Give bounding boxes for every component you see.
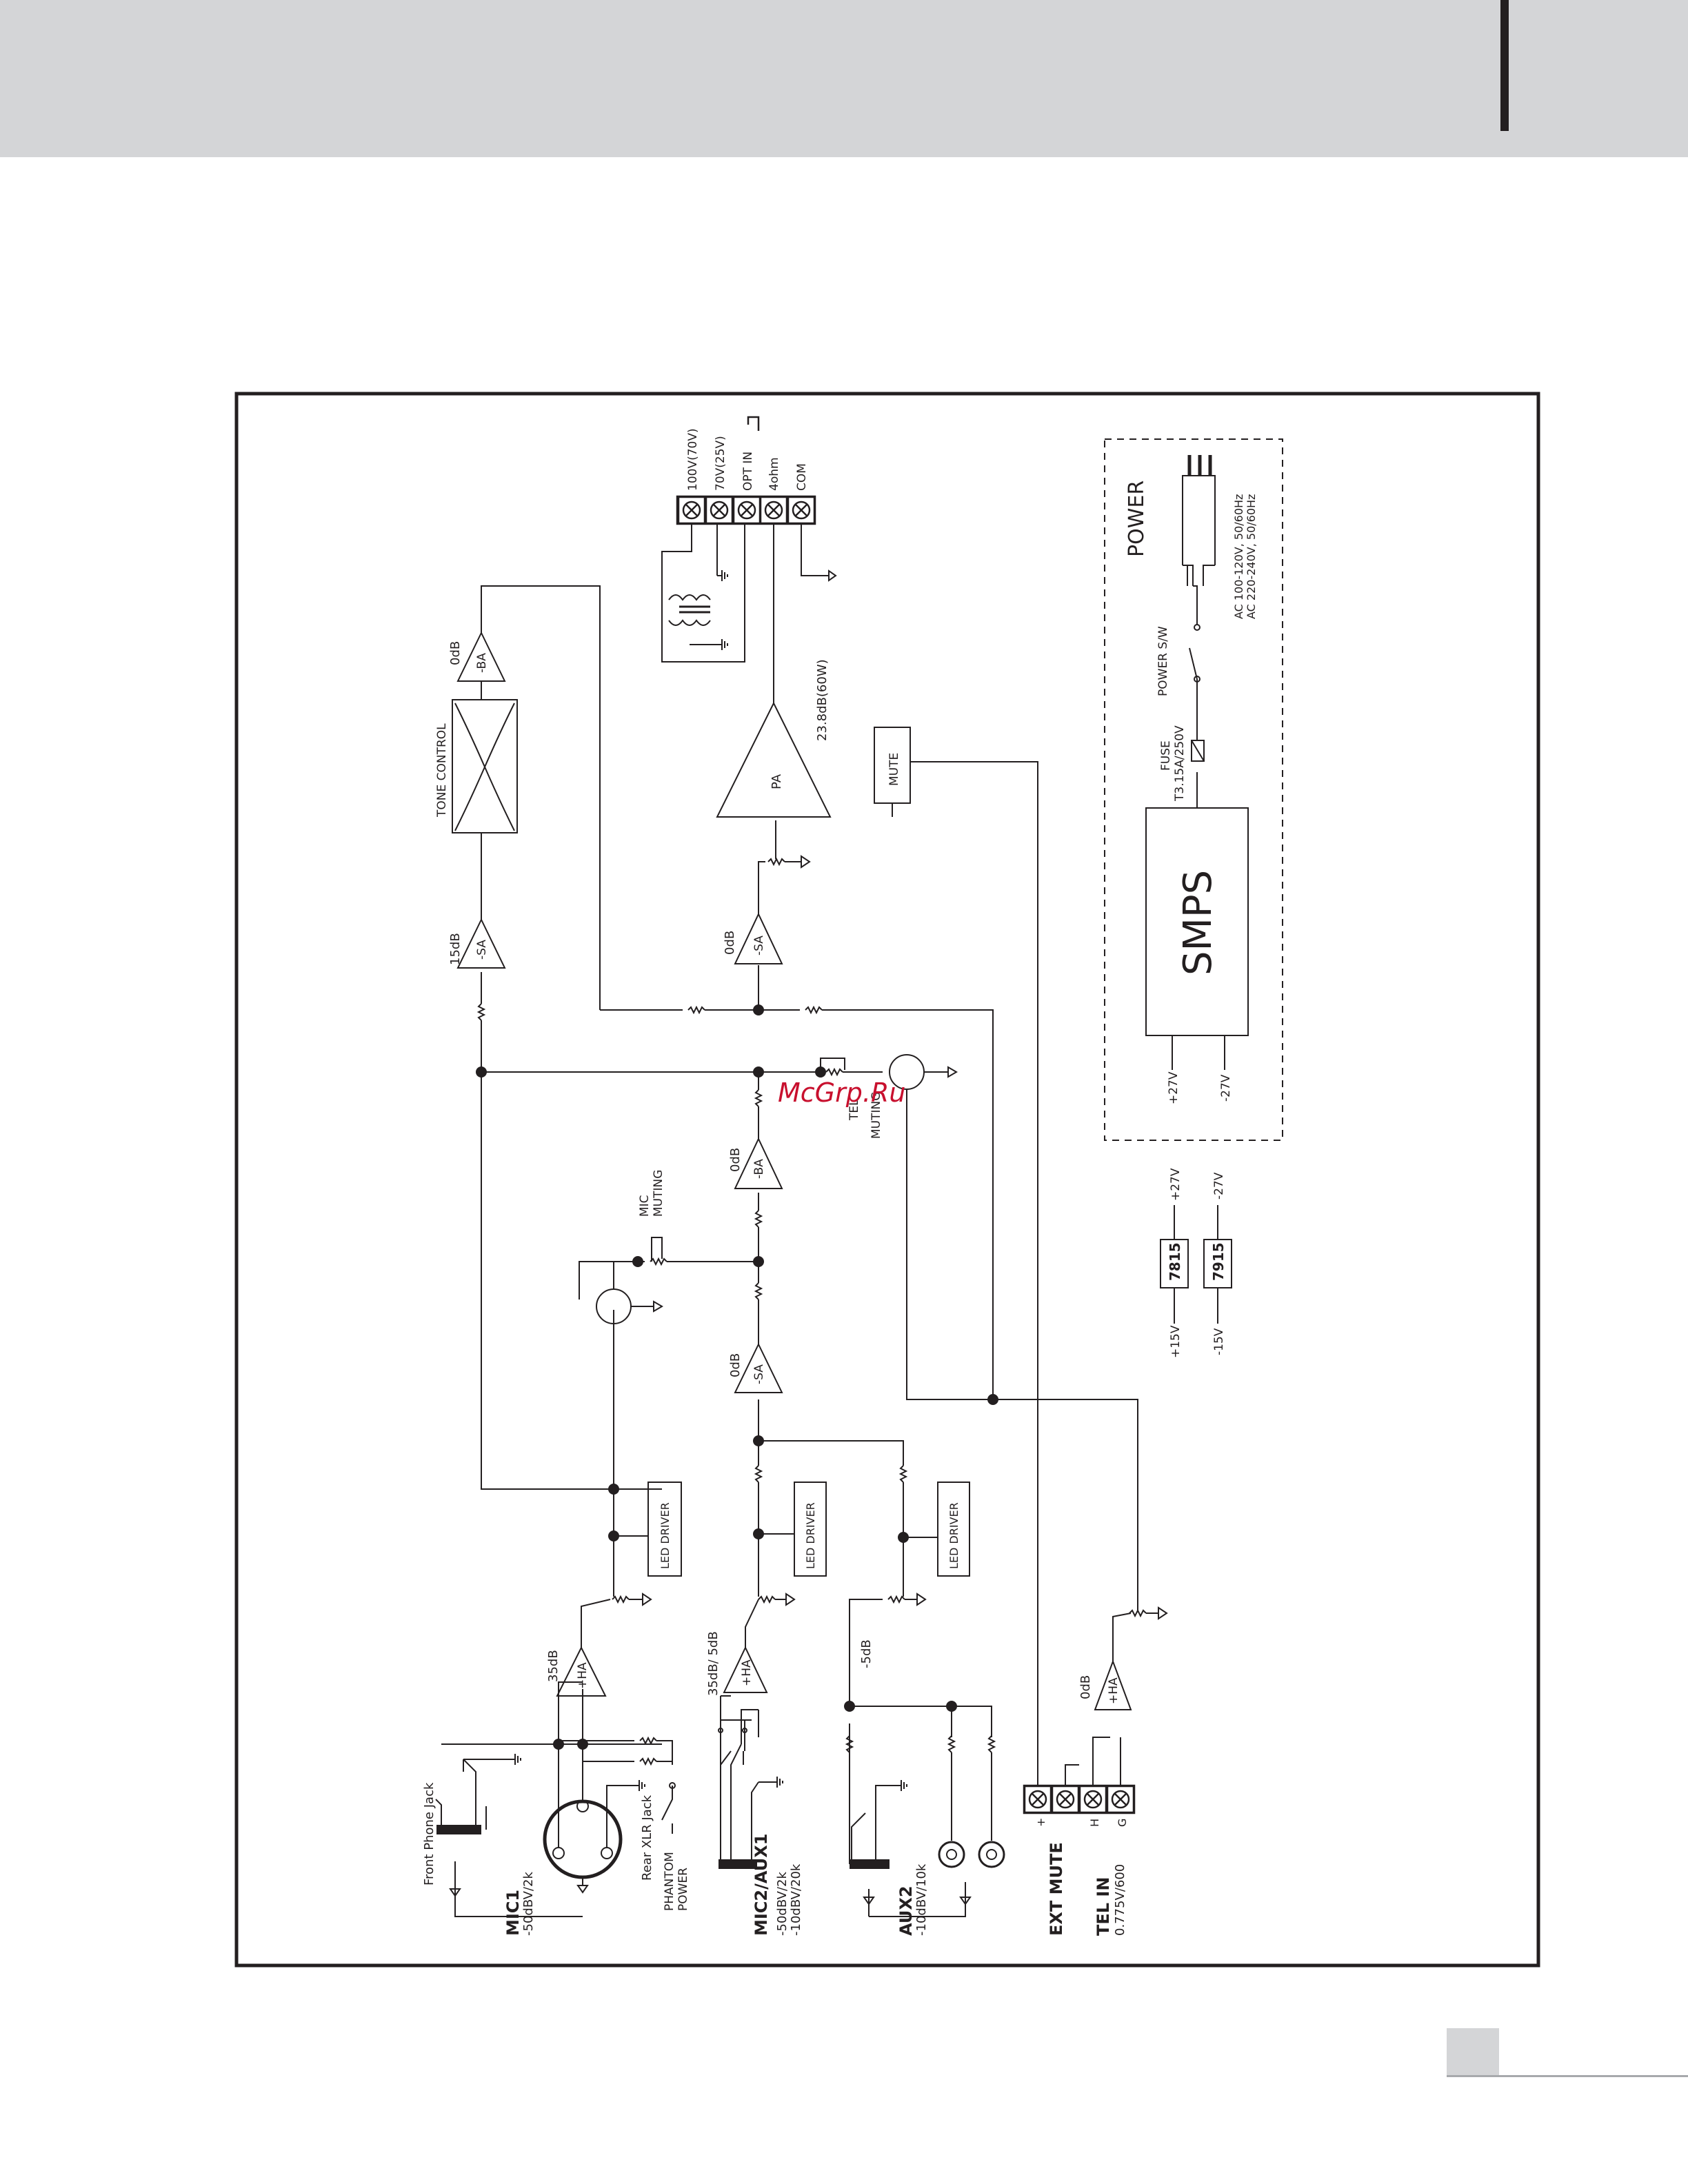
ext-mute-label: EXT MUTE xyxy=(1047,1842,1066,1936)
header-tab-bar xyxy=(1500,0,1509,131)
tel-g-label: G xyxy=(1116,1819,1129,1827)
aux2-led-driver-label: LED DRIVER xyxy=(947,1502,961,1569)
pa-label: PA xyxy=(770,774,784,789)
ac-rating-2: AC 220-240V, 50/60Hz xyxy=(1245,494,1258,619)
ac-rating-1: AC 100-120V, 50/60Hz xyxy=(1232,494,1245,619)
gain-0db-ba2: 0dB xyxy=(448,641,463,665)
ba-amp-1 xyxy=(734,1137,783,1189)
mic1-ha-amp xyxy=(556,1646,607,1697)
power-section-box xyxy=(1104,438,1283,1141)
aux2-led-driver xyxy=(937,1482,970,1577)
reg-7815-label: 7815 xyxy=(1167,1242,1183,1281)
tel-muting-label-2: MUTING xyxy=(870,1092,883,1139)
tel-ha-label: +HA xyxy=(1107,1677,1121,1704)
v-plus27-reg-label: +27V xyxy=(1169,1168,1183,1201)
phantom-power-label-2: POWER xyxy=(676,1868,690,1911)
sa-amp-2-label: -SA xyxy=(475,940,489,960)
gain-0db-ba1: 0dB xyxy=(728,1148,743,1172)
out-70v-label: 70V(25V) xyxy=(714,436,727,491)
gain-pa: 23.8dB(60W) xyxy=(815,659,830,741)
sa-amp-1 xyxy=(734,1342,783,1393)
v-minus27-reg-label: -27V xyxy=(1212,1172,1226,1200)
sa-amp-3 xyxy=(734,912,783,964)
sa-amp-2 xyxy=(456,918,506,969)
gain-0db-sa1: 0dB xyxy=(728,1353,743,1377)
diagram-frame xyxy=(234,392,1540,1968)
sa-amp-3-label: -SA xyxy=(752,936,766,956)
smps-label: SMPS xyxy=(1176,870,1220,975)
gain-35db: 35dB xyxy=(546,1650,561,1682)
fuse-rating-label: T3.15A/250V xyxy=(1173,725,1187,802)
out-com-label: COM xyxy=(795,463,809,491)
v-minus15-label: -15V xyxy=(1212,1328,1226,1355)
aux2-rca-left xyxy=(938,1841,965,1868)
sa-amp-1-label: -SA xyxy=(752,1364,766,1384)
mic2-ha-label: +HA xyxy=(740,1659,754,1686)
mic2-ha-amp xyxy=(723,1646,768,1693)
mic-muting-label-2: MUTING xyxy=(652,1170,665,1217)
tel-in-label: TEL IN xyxy=(1094,1877,1113,1936)
mic2-spec-1: -50dBV/2k xyxy=(775,1872,790,1936)
tel-muting-label-1: TEL xyxy=(847,1099,861,1121)
mic1-led-driver-label: LED DRIVER xyxy=(659,1502,672,1569)
aux2-label: AUX2 xyxy=(896,1885,916,1936)
rear-xlr-jack-label: Rear XLR Jack xyxy=(640,1794,654,1881)
mic2-aux1-label: MIC2/AUX1 xyxy=(752,1834,771,1936)
gain-0db-sa2: 0dB xyxy=(723,931,737,955)
footer-page-box xyxy=(1447,2028,1499,2075)
ba-amp-2 xyxy=(456,631,506,682)
mic1-led-driver xyxy=(647,1482,682,1577)
tel-in-spec: 0.775V/600 xyxy=(1113,1864,1127,1936)
mic2-led-driver xyxy=(794,1482,827,1577)
front-phone-jack-label: Front Phone Jack xyxy=(422,1782,436,1885)
out-4ohm-label: 4ohm xyxy=(767,457,781,491)
tel-ha-amp xyxy=(1094,1659,1132,1710)
tone-control-block xyxy=(452,699,518,833)
gain-15db: 15dB xyxy=(448,933,463,965)
mute-label: MUTE xyxy=(887,753,901,786)
mic1-spec: -50dBV/2k xyxy=(521,1872,536,1936)
watermark: McGrp.Ru xyxy=(778,1078,905,1108)
mic1-ha-label: +HA xyxy=(576,1662,590,1689)
gain-35-5db: 35dB/ 5dB xyxy=(706,1631,721,1696)
tone-control-label: TONE CONTROL xyxy=(435,723,449,818)
aux2-rca-right xyxy=(978,1841,1005,1868)
xlr-jack xyxy=(543,1799,623,1879)
v-minus27-smps-label: -27V xyxy=(1219,1074,1233,1102)
tel-h-label: H xyxy=(1088,1819,1101,1827)
ba-amp-1-label: -BA xyxy=(752,1159,766,1179)
v-plus15-label: +15V xyxy=(1169,1325,1183,1358)
fuse-label: FUSE xyxy=(1159,740,1173,771)
ba-amp-2-label: -BA xyxy=(475,653,489,673)
power-sw-label: POWER S/W xyxy=(1156,626,1170,696)
pa-amp xyxy=(716,701,832,818)
gain-0db-tel: 0dB xyxy=(1078,1675,1093,1699)
ext-mute-plus: + xyxy=(1034,1818,1047,1827)
out-100v-label: 100V(70V) xyxy=(686,428,700,491)
mic-muting-label-1: MIC xyxy=(638,1195,652,1217)
speaker-terminal-block xyxy=(676,495,816,525)
phantom-power-label-1: PHANTOM xyxy=(663,1852,676,1911)
header-band xyxy=(0,0,1688,157)
reg-7915-label: 7915 xyxy=(1210,1242,1227,1281)
gain-minus5db: -5dB xyxy=(859,1639,874,1668)
aux2-spec: -10dBV/10k xyxy=(914,1863,929,1936)
ext-mute-terminal-block xyxy=(1023,1784,1136,1814)
mic2-spec-2: -10dBV/20k xyxy=(789,1863,803,1936)
mic2-led-driver-label: LED DRIVER xyxy=(804,1502,817,1569)
out-opt-in-label: OPT IN xyxy=(741,452,755,491)
power-label: POWER xyxy=(1125,481,1149,557)
footer-rule xyxy=(1447,2075,1688,2077)
v-plus27-smps-label: +27V xyxy=(1167,1071,1180,1104)
mic1-label: MIC1 xyxy=(503,1890,523,1936)
